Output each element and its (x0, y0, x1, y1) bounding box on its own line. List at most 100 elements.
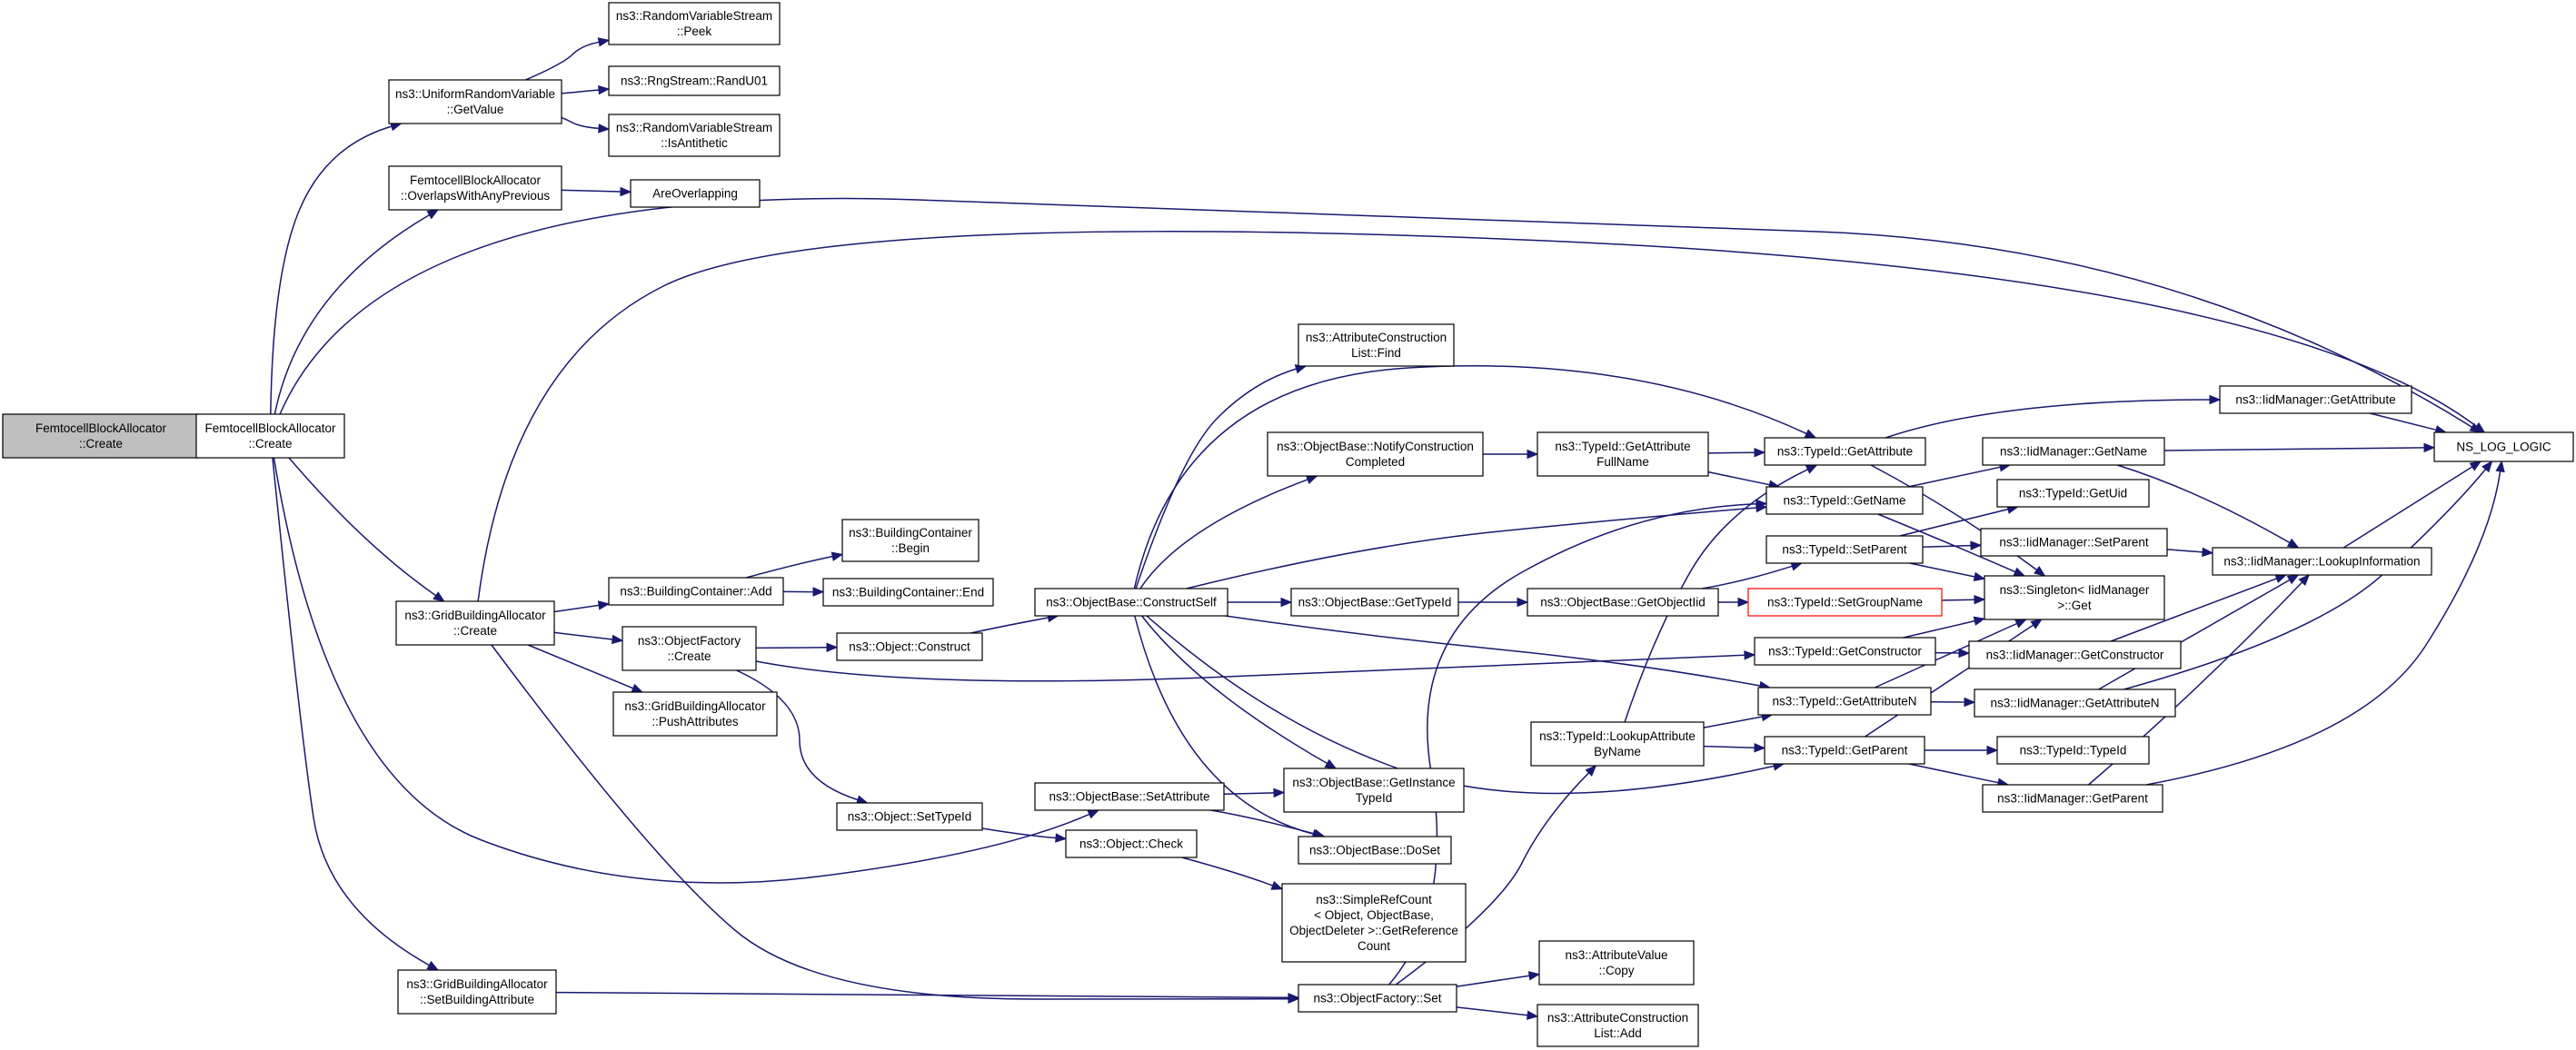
node-box (822, 578, 994, 607)
node-tid-getuid[interactable]: ns3::TypeId::GetUid (1996, 479, 2150, 508)
node-box (2219, 385, 2412, 414)
node-label: ns3::TypeId::GetAttribute (1777, 445, 1913, 459)
node-label: ns3::Singleton< IidManager (2000, 583, 2150, 597)
edge-fba-create-to-fba-overlaps (274, 213, 430, 415)
arrowhead (2202, 547, 2214, 558)
edge-tid-lookupattr-to-tid-getparent (1703, 745, 1755, 748)
node-box (1283, 768, 1465, 813)
node-label: AreOverlapping (652, 187, 738, 201)
edge-bc-add-to-bc-begin (745, 555, 833, 579)
node-iid-getparent[interactable]: ns3::IidManager::GetParent (1982, 784, 2163, 813)
edge-fba-create-to-nslog (279, 197, 2472, 428)
edge-tid-getattrfull-to-tid-getattribute (1707, 451, 1755, 454)
arrowhead (631, 683, 644, 693)
edge-tid-getname-to-singleton-get (1877, 513, 2016, 573)
node-label: ns3::SimpleRefCount (1316, 893, 1432, 906)
node-label: ::Begin (891, 541, 930, 555)
node-ob-constructself[interactable]: ns3::ObjectBase::ConstructSelf (1034, 588, 1228, 617)
node-iid-lookupinfo[interactable]: ns3::IidManager::LookupInformation (2212, 547, 2432, 576)
node-box (1757, 687, 1932, 716)
node-box (1537, 431, 1709, 477)
edge-tid-setparent-to-tid-getuid (1899, 508, 2009, 537)
node-ob-doset[interactable]: ns3::ObjectBase::DoSet (1298, 836, 1452, 865)
node-bc-add[interactable]: ns3::BuildingContainer::Add (608, 577, 784, 606)
node-iid-getconstructor[interactable]: ns3::IidManager::GetConstructor (1968, 640, 2182, 669)
arrowhead (2034, 565, 2046, 577)
node-gba-setbuilding[interactable]: ns3::GridBuildingAllocator::SetBuildingA… (397, 969, 557, 1015)
node-tid-typeid[interactable]: ns3::TypeId::TypeId (1996, 736, 2150, 765)
node-src-getref[interactable]: ns3::SimpleRefCount< Object, ObjectBase,… (1281, 883, 1467, 963)
node-box (2433, 431, 2574, 462)
node-av-copy[interactable]: ns3::AttributeValue::Copy (1538, 940, 1695, 986)
node-obj-check[interactable]: ns3::Object::Check (1065, 829, 1198, 858)
node-tid-getconstructor[interactable]: ns3::TypeId::GetConstructor (1754, 637, 1936, 666)
node-ob-getobjectiid[interactable]: ns3::ObjectBase::GetObjectIid (1527, 588, 1719, 617)
node-box (1996, 479, 2150, 508)
node-box (1034, 782, 1225, 811)
arrowhead (2274, 574, 2288, 583)
node-bc-end[interactable]: ns3::BuildingContainer::End (822, 578, 994, 607)
node-bc-begin[interactable]: ns3::BuildingContainer::Begin (841, 519, 980, 562)
edge-iid-getattributen-to-nslog (2123, 469, 2487, 690)
node-label: NS_LOG_LOGIC (2456, 441, 2551, 454)
node-tid-setgroupname[interactable]: ns3::TypeId::SetGroupName (1747, 588, 1943, 617)
node-ob-setattribute[interactable]: ns3::ObjectBase::SetAttribute (1034, 782, 1225, 811)
node-obj-construct[interactable]: ns3::Object::Construct (836, 632, 983, 661)
edge-ob-getobjectiid-to-tid-setparent (1702, 565, 1793, 589)
node-gba-push[interactable]: ns3::GridBuildingAllocator::PushAttribut… (612, 691, 778, 737)
node-label: ns3::GridBuildingAllocator (624, 699, 766, 713)
arrowhead (597, 600, 611, 610)
node-rng-randu01[interactable]: ns3::RngStream::RandU01 (608, 65, 781, 96)
node-label: FemtocellBlockAllocator (410, 173, 542, 187)
node-label: ns3::TypeId::LookupAttribute (1539, 729, 1696, 743)
node-label: ns3::TypeId::SetParent (1782, 543, 1907, 557)
arrowhead (1288, 993, 1300, 1003)
arrowhead (2469, 461, 2482, 471)
node-root[interactable]: FemtocellBlockAllocator::Create (2, 413, 200, 459)
node-nslog[interactable]: NS_LOG_LOGIC (2433, 431, 2574, 462)
node-obj-settypeid[interactable]: ns3::Object::SetTypeId (836, 802, 983, 831)
node-iid-setparent[interactable]: ns3::IidManager::SetParent (1980, 528, 2168, 557)
edge-fba-create-to-urv-getvalue (270, 125, 393, 415)
node-rvs-peek[interactable]: ns3::RandomVariableStream::Peek (608, 2, 781, 45)
node-areoverlapping[interactable]: AreOverlapping (630, 179, 761, 208)
node-iid-getattributen[interactable]: ns3::IidManager::GetAttributeN (1974, 688, 2176, 718)
node-tid-getattributen[interactable]: ns3::TypeId::GetAttributeN (1757, 687, 1932, 716)
edge-gba-setbuilding-to-of-set (555, 991, 1289, 999)
arrowhead (1280, 597, 1293, 608)
node-box (1527, 588, 1719, 617)
node-of-set[interactable]: ns3::ObjectFactory::Set (1298, 984, 1457, 1013)
node-box (1537, 1004, 1699, 1047)
node-fba-overlaps[interactable]: FemtocellBlockAllocator::OverlapsWithAny… (388, 165, 562, 211)
node-fba-create[interactable]: FemtocellBlockAllocator::Create (195, 413, 345, 459)
arrowhead (1986, 745, 1999, 756)
edge-ob-setattribute-to-ob-doset (1210, 809, 1316, 835)
node-gba-create[interactable]: ns3::GridBuildingAllocator::Create (395, 600, 555, 646)
edge-of-create-to-obj-construct (755, 647, 828, 649)
node-urv-getvalue[interactable]: ns3::UniformRandomVariable::GetValue (388, 79, 562, 124)
node-tid-getattribute[interactable]: ns3::TypeId::GetAttribute (1764, 437, 1926, 466)
node-of-create[interactable]: ns3::ObjectFactory::Create (622, 626, 757, 671)
node-singleton-get[interactable]: ns3::Singleton< IidManager>::Get (1984, 575, 2165, 620)
node-label: ns3::IidManager::GetName (2000, 445, 2147, 459)
edge-of-create-to-tid-getconstructor (755, 654, 1746, 682)
node-tid-getname[interactable]: ns3::TypeId::GetName (1765, 486, 1924, 515)
node-ob-notify[interactable]: ns3::ObjectBase::NotifyConstructionCompl… (1267, 431, 1484, 477)
node-rvs-isanti[interactable]: ns3::RandomVariableStream::IsAntithetic (608, 114, 781, 157)
node-iid-getname[interactable]: ns3::IidManager::GetName (1982, 437, 2165, 466)
arrowhead (426, 960, 440, 971)
node-box (1530, 721, 1705, 767)
node-label: ns3::TypeId::GetUid (2019, 487, 2127, 500)
node-box (1290, 588, 1459, 617)
node-ob-gettypeid[interactable]: ns3::ObjectBase::GetTypeId (1290, 588, 1459, 617)
node-tid-setparent[interactable]: ns3::TypeId::SetParent (1765, 535, 1924, 564)
node-label: >::Get (2057, 599, 2091, 612)
node-label: ns3::AttributeConstruction (1306, 331, 1447, 344)
node-iid-getattribute[interactable]: ns3::IidManager::GetAttribute (2219, 385, 2412, 414)
node-tid-getparent[interactable]: ns3::TypeId::GetParent (1764, 736, 1925, 765)
